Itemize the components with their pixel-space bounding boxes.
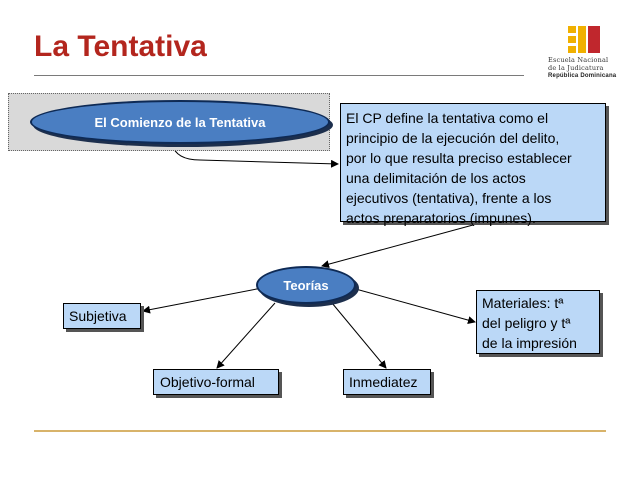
connector-theories-to-material bbox=[351, 287, 476, 324]
connector-definition-to-theories bbox=[321, 221, 485, 269]
definition-line: por lo que resulta preciso establecer bbox=[346, 150, 572, 166]
definition-line: ejecutivos (tentativa), frente a los bbox=[346, 190, 552, 206]
definition-line: actos preparatorios (impunes). bbox=[346, 210, 536, 226]
material-theories-box: Materiales: tª del peligro y tª de la im… bbox=[476, 290, 600, 354]
material-line: de la impresión bbox=[482, 335, 577, 351]
definition-line: principio de la ejecución del delito, bbox=[346, 130, 560, 146]
objective-formal-box: Objetivo-formal bbox=[153, 369, 279, 395]
judiciary-school-logo bbox=[568, 26, 600, 53]
definition-line: una delimitación de los actos bbox=[346, 170, 526, 186]
definition-box: El CP define la tentativa como el princi… bbox=[340, 103, 606, 226]
subjective-theory-box: Subjetiva bbox=[63, 303, 141, 329]
logo-line-2: de la Judicatura bbox=[548, 64, 604, 72]
theories-node: Teorías bbox=[256, 266, 356, 304]
logo-line-3: República Dominicana bbox=[548, 73, 617, 79]
connector-theories-to-subjective bbox=[142, 287, 263, 314]
title-divider bbox=[34, 75, 524, 76]
bottom-divider bbox=[34, 430, 606, 432]
logo-line-1: Escuela Nacional bbox=[548, 56, 609, 64]
definition-line: El CP define la tentativa como el bbox=[346, 110, 549, 126]
immediacy-box: Inmediatez bbox=[343, 369, 431, 395]
material-line: del peligro y tª bbox=[482, 315, 571, 331]
connector-theories-to-objective bbox=[216, 302, 276, 369]
slide-title: La Tentativa bbox=[34, 30, 207, 63]
material-line: Materiales: tª bbox=[482, 295, 564, 311]
connector-theories-to-immediacy bbox=[331, 302, 387, 369]
start-node: El Comienzo de la Tentativa bbox=[30, 100, 330, 144]
